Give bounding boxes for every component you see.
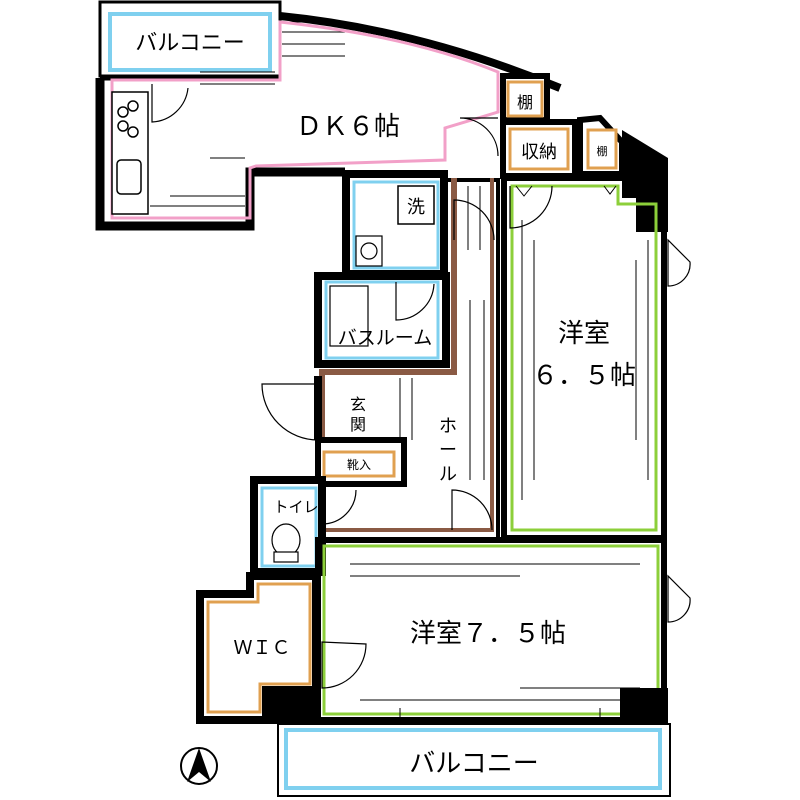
wic: ＷＩＣ [196, 572, 320, 724]
dk-label: ＤＫ６帖 [296, 112, 400, 142]
shelf-small-label: 棚 [597, 144, 608, 158]
dk-room: ＤＫ６帖 [95, 12, 562, 231]
entrance-label-1: 玄 [350, 395, 366, 414]
balcony-bottom: バルコニー [277, 723, 671, 797]
shoe-box-label: 靴入 [347, 458, 371, 472]
entrance-label-2: 関 [350, 415, 366, 434]
laundry-room: 洗 [342, 170, 448, 278]
western-room-75: 洋室７．５帖 [315, 537, 691, 724]
shoe-box: 靴入 [315, 437, 407, 487]
toilet-label: トイレ [273, 498, 318, 516]
shelf-top-label: 棚 [517, 93, 533, 112]
toilet: トイレ [250, 476, 357, 576]
western-65-name: 洋室 [558, 319, 610, 349]
balcony-top-label: バルコニー [135, 31, 245, 56]
laundry-label: 洗 [407, 197, 425, 218]
balcony-bottom-label: バルコニー [409, 749, 538, 779]
north-arrow-icon [180, 747, 218, 785]
wic-label: ＷＩＣ [233, 637, 290, 659]
storage-label: 収納 [521, 142, 557, 163]
bathroom-label: バスルーム [338, 327, 432, 349]
hall-label-1: ホ [439, 416, 457, 437]
western-65-size: ６．５帖 [532, 361, 636, 391]
western-75-label: 洋室７．５帖 [410, 619, 566, 649]
bathroom: バスルーム [314, 272, 450, 368]
balcony-top: バルコニー [98, 0, 345, 78]
western-room-65: 洋室 ６．５帖 [501, 175, 691, 541]
hall-label-3: ル [439, 464, 457, 485]
hall-label-2: ー [439, 440, 457, 461]
